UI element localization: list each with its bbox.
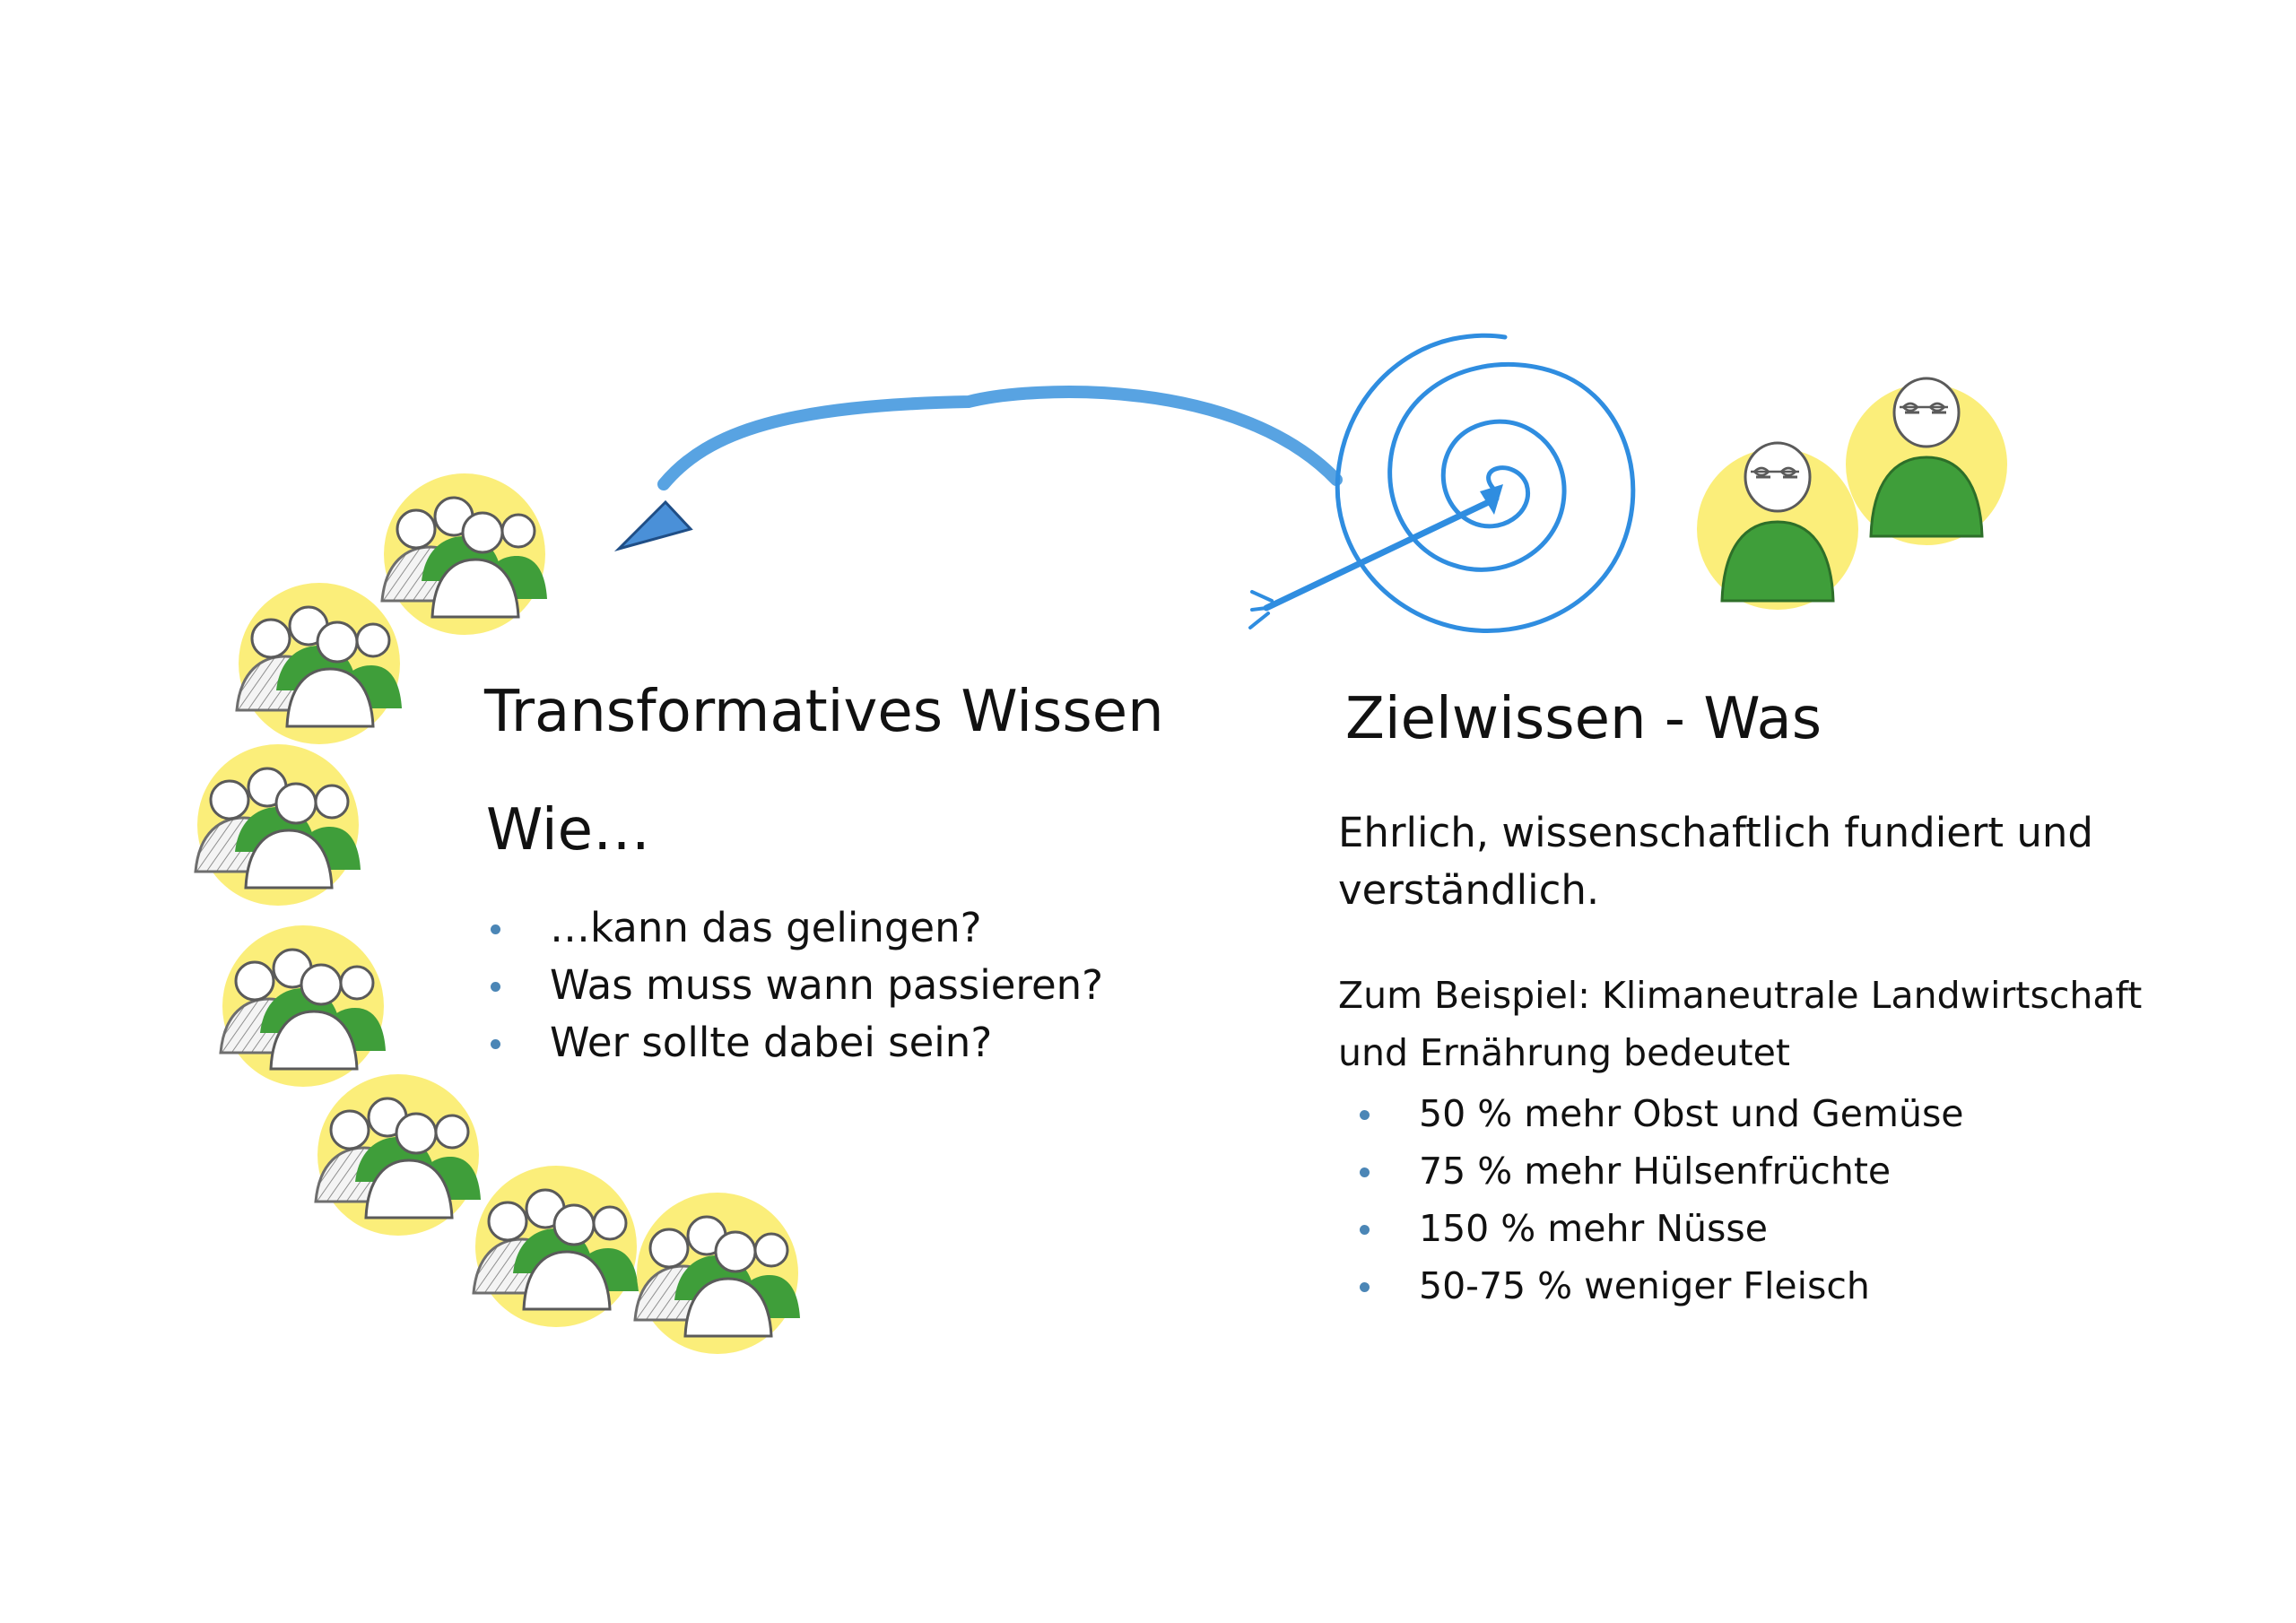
people-group-icon [472, 1164, 640, 1329]
right-title: Zielwissen - Was [1345, 686, 1822, 752]
spiral-target-icon [1248, 333, 1636, 633]
right-lead-line1: Ehrlich, wissenschaftlich fundiert und [1338, 809, 2093, 856]
curved-arrow-icon [613, 386, 1343, 551]
list-item: 75 % mehr Hülsenfrüchte [1360, 1150, 1964, 1207]
bullet-dot [491, 982, 500, 992]
people-group-icon [219, 924, 387, 1089]
people-group-icon [235, 581, 404, 746]
list-item: Wer sollte dabei sein? [491, 1019, 1103, 1076]
person-with-glasses-icon [1695, 441, 1860, 612]
people-group-icon [633, 1191, 802, 1356]
left-bullet-list: …kann das gelingen? Was muss wann passie… [491, 904, 1103, 1076]
bullet-dot [1360, 1282, 1370, 1292]
list-item: 50 % mehr Obst und Gemüse [1360, 1092, 1964, 1150]
bullet-dot [491, 924, 500, 934]
list-item: 50-75 % weniger Fleisch [1360, 1264, 1964, 1322]
right-lead-line2: verständlich. [1338, 866, 1600, 914]
person-with-glasses-icon [1844, 377, 2009, 547]
bullet-dot [491, 1039, 500, 1049]
left-title: Transformatives Wissen [484, 679, 1164, 745]
people-group-icon [380, 472, 549, 637]
right-example-line1: Zum Beispiel: Klimaneutrale Landwirtscha… [1338, 974, 2143, 1017]
list-item: 150 % mehr Nüsse [1360, 1207, 1964, 1264]
right-example-line2: und Ernährung bedeutet [1338, 1031, 1790, 1074]
list-item: …kann das gelingen? [491, 904, 1103, 961]
bullet-dot [1360, 1110, 1370, 1120]
bullet-dot [1360, 1225, 1370, 1235]
list-item: Was muss wann passieren? [491, 961, 1103, 1019]
people-group-icon [314, 1072, 483, 1237]
right-bullet-list: 50 % mehr Obst und Gemüse 75 % mehr Hüls… [1360, 1092, 1964, 1322]
bullet-dot [1360, 1167, 1370, 1177]
left-subtitle: Wie… [486, 797, 651, 864]
people-group-icon [194, 742, 362, 907]
